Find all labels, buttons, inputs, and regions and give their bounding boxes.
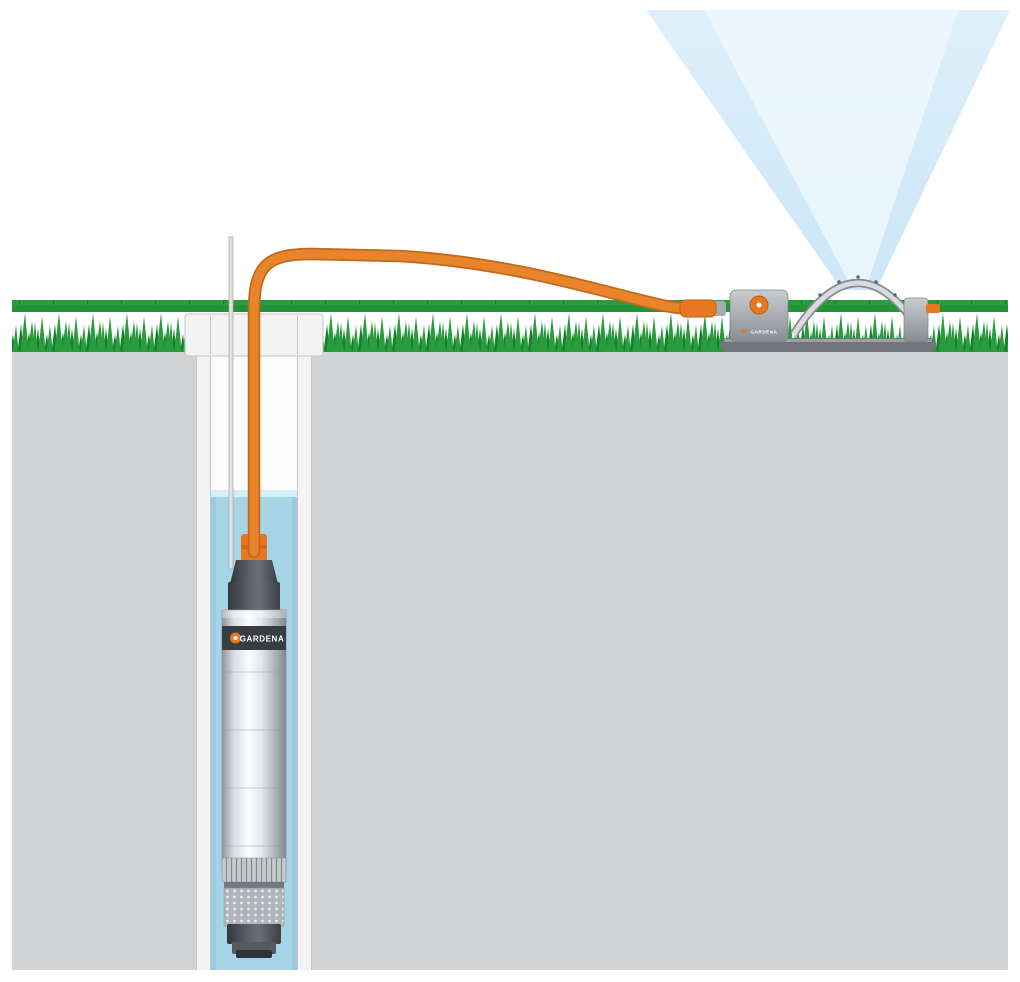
- pump-perforated-band: [223, 887, 285, 927]
- nozzle-dot: [893, 293, 897, 297]
- gardena-logo-center: [233, 636, 238, 640]
- oscillating-sprinkler: GARDENA: [679, 275, 940, 352]
- pump-top-ring: [222, 610, 286, 618]
- pump-separator-ring: [224, 882, 284, 888]
- sprinkler-logo-icon: [742, 329, 746, 333]
- hose-tube: [249, 249, 695, 557]
- sprinkler-brand-label: GARDENA: [751, 330, 778, 335]
- hose-connector: [679, 299, 717, 318]
- water-spray-cone: [646, 10, 1010, 290]
- well-wall-left: [196, 352, 210, 970]
- nozzle-dot: [856, 275, 860, 279]
- spray-cone-inner: [704, 10, 958, 288]
- sprinkler-body: [729, 289, 789, 343]
- sprinkler-end-nozzle: [926, 304, 940, 313]
- submersible-pump: GARDENA: [221, 236, 287, 958]
- pump-cable: [228, 236, 234, 570]
- well-casing-lines: [196, 352, 312, 970]
- well-wall-right: [298, 352, 312, 970]
- pump-bottom-cap: [227, 924, 281, 944]
- pump-ribbed-ring: [221, 857, 287, 883]
- sprinkler-dial-center: [756, 302, 762, 308]
- sprinkler-nozzles: [818, 275, 897, 297]
- pump-head-top: [230, 560, 278, 584]
- nozzle-dot: [837, 280, 841, 284]
- nozzle-dot: [818, 293, 822, 297]
- water-shade-left: [210, 490, 216, 970]
- pump-body: [221, 609, 287, 875]
- water-shade-right: [292, 490, 298, 970]
- pump-seam-lines: [223, 671, 285, 847]
- nozzle-dot: [874, 280, 878, 284]
- pump-head: [228, 582, 280, 612]
- sprinkler-right-support: [903, 297, 929, 343]
- well-collar-lines: [210, 316, 298, 354]
- pump-brand-label: GARDENA: [240, 635, 285, 644]
- garden-hose: [247, 247, 697, 559]
- pump-bottom-foot: [236, 950, 272, 958]
- underground-cross-section: [12, 352, 1008, 970]
